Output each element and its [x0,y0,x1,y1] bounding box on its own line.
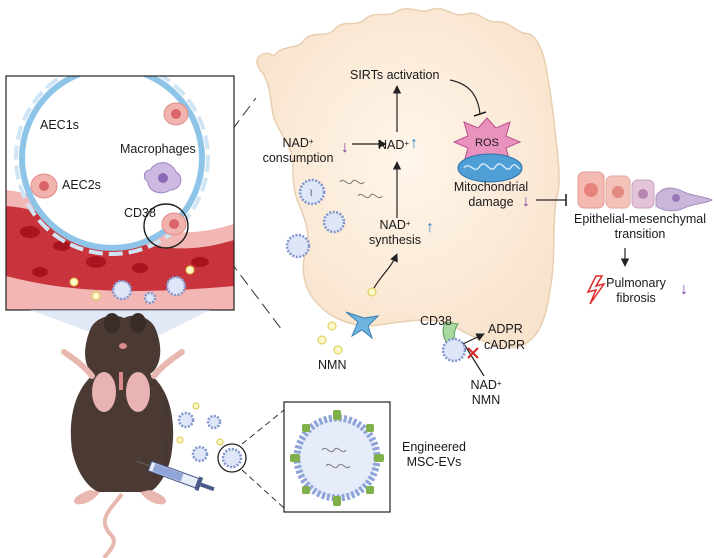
inhibition-x-icon [467,347,479,359]
label-macrophages: Macrophages [120,142,196,156]
emt-cells [577,171,714,212]
label-ros: ROS [475,137,499,149]
up-arrow-icon: ↑ [410,135,418,152]
label-nmn-entry: NMN [318,358,347,372]
label-sirts-activation: SIRTs activation [350,68,440,82]
lightning-icon [586,275,606,305]
ev-cluster-cell: ⌇ [285,178,467,363]
down-arrow-icon: ↓ [522,193,530,210]
label-nad-synthesis: NAD+ synthesis [368,218,422,247]
label-cd38-cell: CD38 [420,314,452,328]
up-arrow-icon: ↑ [426,219,434,236]
mitochondrion [457,153,523,183]
svg-text:⌇: ⌇ [309,188,313,199]
mouse [61,313,185,558]
nmn-particles [317,287,377,355]
label-aec1s: AEC1s [40,118,79,132]
label-nad-consumption: NAD+ consumption [262,136,334,165]
label-nad-nmn-substrate: NAD+ NMN [470,378,502,407]
label-adpr: ADPR [488,322,523,336]
ev-inset [283,401,391,513]
nmn-transporter [345,311,380,340]
label-pulmonary-fibrosis: Pulmonary fibrosis [606,276,666,305]
label-emt: Epithelial-mesenchymal transition [573,212,706,241]
label-mitochondrial-damage: Mitochondrial damage [453,180,529,209]
label-cadpr: cADPR [484,338,525,352]
label-cd38-lung: CD38 [124,206,156,220]
syringe [136,460,215,492]
down-arrow-icon: ↓ [680,281,688,298]
label-engineered-msc-evs: Engineered MSC-EVs [402,440,466,469]
down-arrow-icon: ↓ [341,139,349,156]
lung-inset [6,76,234,310]
alveolar-cell [256,7,560,348]
label-nad-center: NAD+ [378,138,410,152]
label-aec2s: AEC2s [62,178,101,192]
